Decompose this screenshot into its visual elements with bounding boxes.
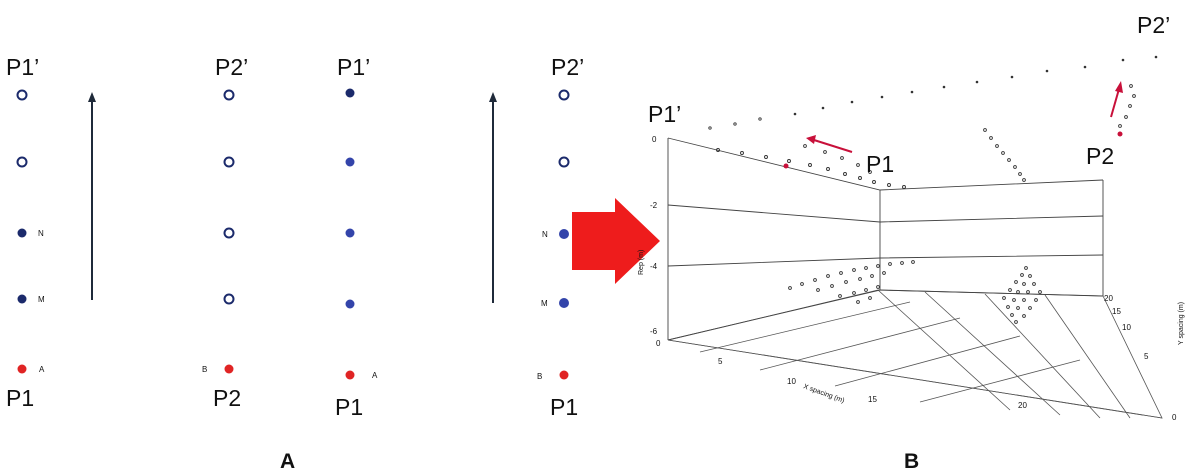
y-axis: 0 5 10 15 20 Y spacing (m) [1104, 294, 1185, 422]
col1-label-m: M [38, 295, 45, 304]
transition-arrow-icon [572, 198, 660, 284]
panel-b: 0 -2 -4 -6 Rep (m) 0 5 10 15 20 X spacin… [638, 12, 1185, 473]
z-tick: -2 [650, 201, 658, 210]
electrode-a [17, 364, 27, 374]
electrode-a [345, 370, 355, 380]
electrode-n [559, 229, 569, 239]
electrode-filled [345, 88, 355, 98]
electrode-b [559, 370, 569, 380]
electrode-n [17, 228, 27, 238]
col4-top-label: P2’ [551, 54, 584, 80]
column-3: P1’ A P1 [335, 54, 378, 420]
electrode-open [558, 156, 570, 168]
col4-label-b: B [537, 372, 542, 381]
col3-bottom-label: P1 [335, 394, 363, 420]
move-arrow-1 [88, 92, 96, 300]
col1-label-n: N [38, 229, 44, 238]
col2-label-b: B [202, 365, 207, 374]
electrode-filled [345, 228, 355, 238]
col3-top-label: P1’ [337, 54, 370, 80]
x-tick: 10 [787, 377, 796, 386]
x-axis-title: X spacing (m) [802, 383, 845, 404]
x-tick: 0 [656, 339, 661, 348]
y-tick: 10 [1122, 323, 1131, 332]
column-4: P2’ N M B P1 [537, 54, 584, 420]
col2-bottom-label: P2 [213, 385, 241, 411]
col4-bottom-label: P1 [550, 394, 578, 420]
z-tick: 0 [652, 135, 657, 144]
z-tick: -4 [650, 262, 658, 271]
electrode-open [223, 227, 235, 239]
electrode-m [17, 294, 27, 304]
p2-label: P2 [1086, 143, 1114, 169]
column-2: P2’ B P2 [202, 54, 248, 411]
electrode-b [224, 364, 234, 374]
x-tick: 15 [868, 395, 877, 404]
electrode-open [223, 293, 235, 305]
p2-prime-label: P2’ [1137, 12, 1170, 38]
floor-grid [667, 289, 1163, 419]
electrode-open [223, 89, 235, 101]
electrode-filled [345, 299, 355, 309]
data-points-floor-left [788, 260, 915, 304]
x-tick: 20 [1018, 401, 1027, 410]
x-tick: 5 [718, 357, 723, 366]
col4-label-m: M [541, 299, 548, 308]
col1-bottom-label: P1 [6, 385, 34, 411]
y-tick: 0 [1172, 413, 1177, 422]
col4-label-n: N [542, 230, 548, 239]
panel-a-label: A [280, 450, 295, 473]
column-1: P1’ N M A P1 [6, 54, 45, 411]
data-points-top-left [708, 117, 906, 189]
col2-top-label: P2’ [215, 54, 248, 80]
z-tick: -6 [650, 327, 658, 336]
z-axis: 0 -2 -4 -6 Rep (m) [638, 135, 658, 336]
direction-arrow-left-icon [783, 135, 853, 169]
electrode-m [559, 298, 569, 308]
data-points-top-arc [793, 55, 1158, 116]
panel-a: P1’ N M A P1 P2’ B P2 [6, 54, 584, 473]
col1-top-label: P1’ [6, 54, 39, 80]
col3-label-a: A [372, 371, 378, 380]
col1-label-a: A [39, 365, 45, 374]
electrode-open [16, 156, 28, 168]
electrode-open [16, 89, 28, 101]
move-arrow-2 [489, 92, 497, 303]
p1-label: P1 [866, 151, 894, 177]
data-points-right-chain [983, 84, 1136, 182]
section-frame [667, 137, 1104, 341]
y-tick: 15 [1112, 307, 1121, 316]
y-tick: 5 [1144, 352, 1149, 361]
x-axis: 0 5 10 15 20 X spacing (m) [656, 339, 1027, 410]
p1-prime-label: P1’ [648, 101, 681, 127]
direction-arrow-up-icon [1110, 81, 1123, 137]
data-points-floor-right [1002, 266, 1042, 324]
electrode-filled [345, 157, 355, 167]
y-tick: 20 [1104, 294, 1113, 303]
y-axis-title: Y spacing (m) [1178, 302, 1185, 345]
z-axis-title: Rep (m) [638, 250, 645, 275]
panel-b-label: B [904, 450, 919, 473]
electrode-open [223, 156, 235, 168]
electrode-open [558, 89, 570, 101]
